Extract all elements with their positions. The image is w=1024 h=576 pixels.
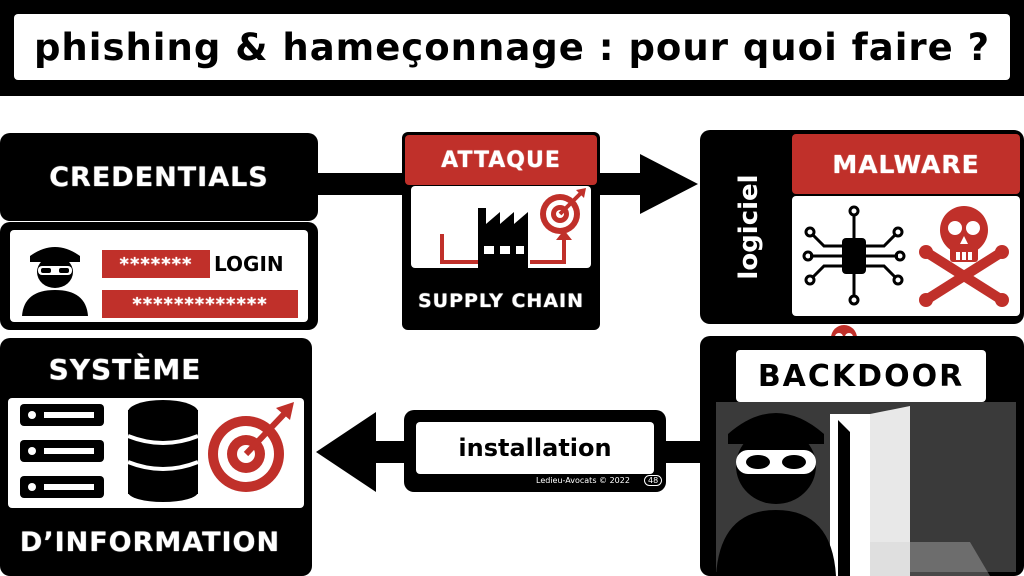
target-icon — [540, 188, 586, 234]
systeme-bottom-label: D’INFORMATION — [19, 526, 281, 558]
login-panel: ******* LOGIN ************* — [0, 222, 318, 330]
open-door-icon — [830, 406, 990, 576]
credit-text: Ledieu-Avocats © 2022 — [536, 476, 630, 485]
malware-label: MALWARE — [792, 134, 1020, 194]
malware-box: logiciel MALWARE — [700, 130, 1024, 324]
login-label: LOGIN — [214, 252, 284, 276]
page-number: 48 — [644, 475, 663, 486]
login-panel-inner: ******* LOGIN ************* — [10, 230, 308, 322]
hacker-icon — [22, 247, 88, 316]
red-flow-arrows — [440, 230, 572, 264]
password-field-short: ******* — [102, 250, 210, 278]
backdoor-label: BACKDOOR — [736, 350, 986, 402]
circuit-chip-icon — [802, 205, 906, 306]
malware-skull-crossbones-icon — [919, 206, 1009, 307]
installation-box: installation Ledieu-Avocats © 2022 48 — [404, 410, 666, 492]
supply-chain-label: SUPPLY CHAIN — [417, 290, 584, 312]
credentials-box: CREDENTIALS — [0, 133, 318, 221]
attaque-label: ATTAQUE — [405, 135, 597, 185]
server-rack-icon — [20, 404, 104, 498]
factory-icon — [478, 208, 528, 268]
backdoor-hacker-icon — [716, 413, 836, 576]
installation-label: installation — [416, 422, 654, 474]
systeme-top-label: SYSTÈME — [48, 352, 202, 386]
slide-title: phishing & hameçonnage : pour quoi faire… — [14, 14, 1010, 80]
database-icon — [127, 400, 199, 502]
password-field-long: ************* — [102, 290, 298, 318]
logiciel-side-label: logiciel — [734, 174, 764, 280]
systeme-target-icon — [208, 402, 294, 492]
